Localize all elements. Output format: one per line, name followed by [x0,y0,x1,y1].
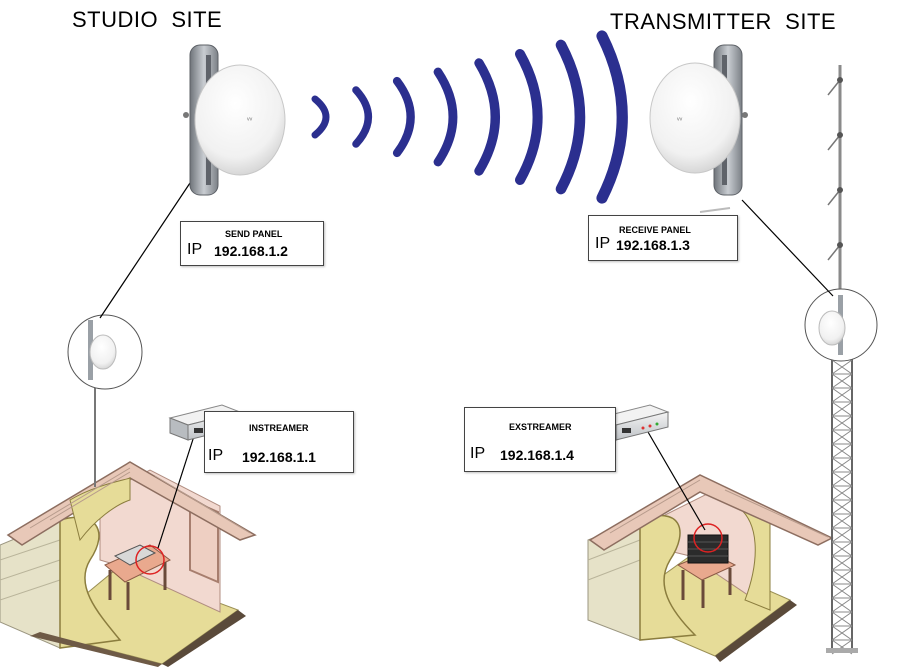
receive-panel-ip: 192.168.1.3 [616,237,690,253]
exstreamer-title: EXSTREAMER [509,422,572,432]
signal-wave-arc [555,39,586,195]
exstreamer-ip: 192.168.1.4 [500,447,574,463]
signal-wave-arc [352,86,372,148]
exstreamer-ip-prefix: IP [470,445,486,462]
svg-text:ᵥᵥ: ᵥᵥ [676,113,683,122]
signal-wave-arc [596,30,628,204]
wireless-signal-waves [311,30,628,204]
signal-wave-arc [433,67,458,167]
instreamer-title: INSTREAMER [249,423,309,433]
studio-site-title: STUDIO SITE [72,7,223,32]
receive-panel-title: RECEIVE PANEL [619,225,691,235]
transmitter-tower [826,65,858,655]
signal-wave-arc [515,49,543,185]
receive-dish-antenna: ᵥᵥ [649,44,748,213]
send-panel-label: SEND PANEL IP 192.168.1.2 [180,221,324,266]
send-panel-ip-prefix: IP [187,241,203,258]
transmitter-site-title: TRANSMITTER SITE [610,9,837,34]
svg-text:ᵥᵥ: ᵥᵥ [246,113,253,122]
exstreamer-label: EXSTREAMER IP 192.168.1.4 [464,407,616,472]
send-panel-ip: 192.168.1.2 [214,243,288,259]
signal-wave-arc [392,76,415,158]
transmitter-mast-zoom-circle [804,288,878,362]
instreamer-ip-prefix: IP [208,447,224,464]
instreamer-label: INSTREAMER IP 192.168.1.1 [204,411,354,473]
transmitter-house [587,474,834,662]
receive-panel-ip-prefix: IP [595,235,611,252]
instreamer-ip: 192.168.1.1 [242,449,316,465]
connector-lines [99,179,834,549]
signal-wave-arc [474,58,500,176]
receive-panel-label: RECEIVE PANEL IP 192.168.1.3 [588,215,738,261]
send-panel-title: SEND PANEL [225,229,283,239]
send-dish-antenna: ᵥᵥ [183,44,286,196]
signal-wave-arc [311,95,330,139]
studio-mast-zoom-circle [67,314,143,390]
